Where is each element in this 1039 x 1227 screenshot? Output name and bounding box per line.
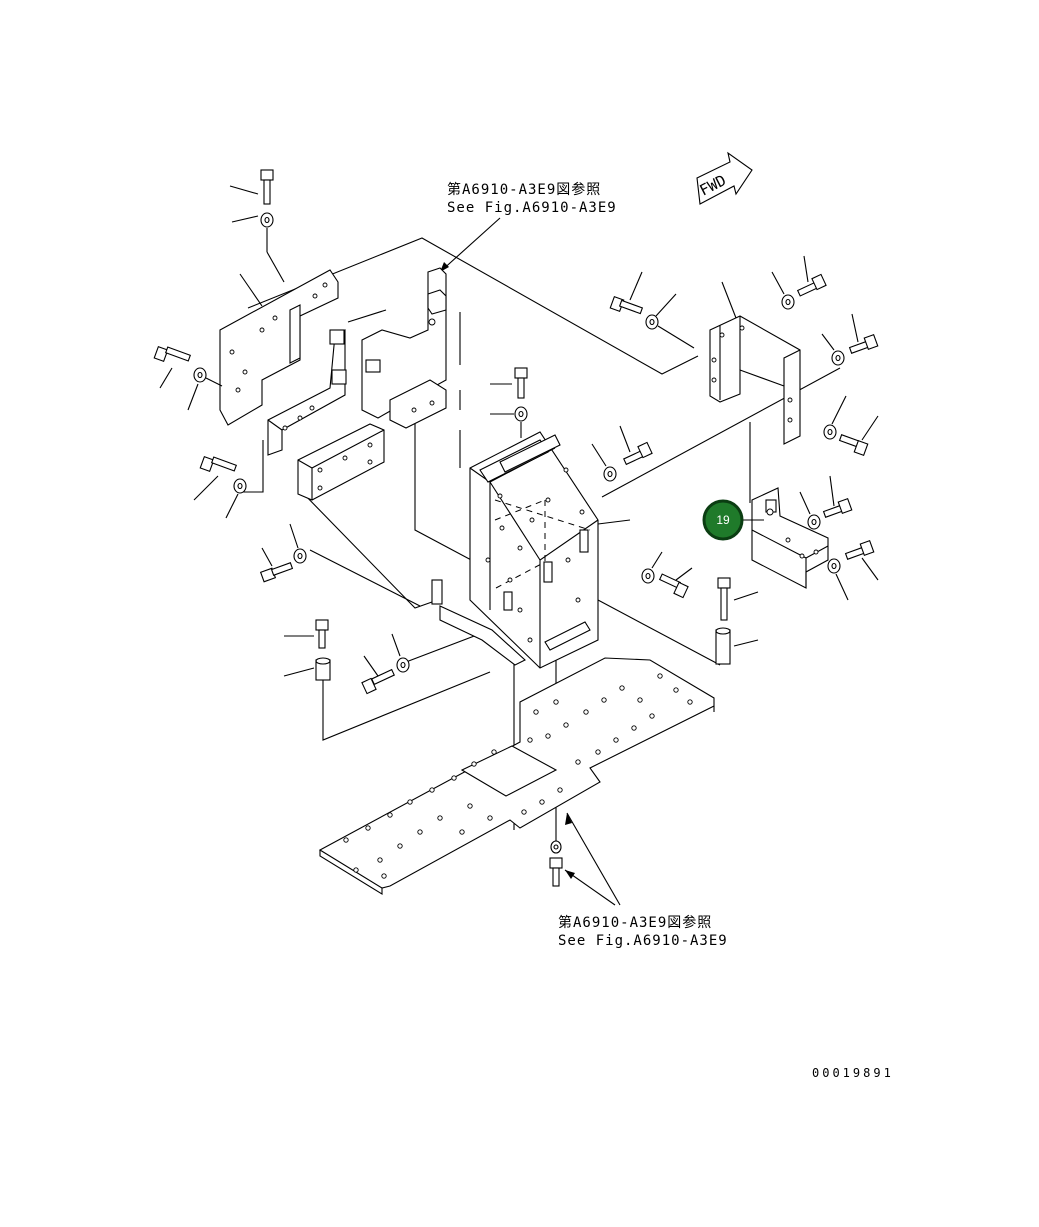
bolt-icon [284, 619, 329, 649]
bolt-icon [549, 857, 563, 887]
bolt-icon [658, 567, 693, 599]
bolt-icon [822, 475, 853, 518]
bolt-icon [848, 313, 879, 354]
bolt-icon [193, 455, 238, 501]
washer-icon [391, 633, 410, 673]
bolt-icon [796, 255, 827, 297]
right-lower-bracket [751, 487, 829, 589]
reference-top-line2: See Fig.A6910-A3E9 [447, 200, 617, 216]
reference-top-line1: 第A6910-A3E9図参照 [447, 181, 601, 198]
callout-circle [702, 499, 744, 541]
bolt-icon [609, 271, 644, 315]
fastener-bolts [153, 169, 879, 887]
bolt-icon [844, 539, 879, 581]
bolt-icon [490, 367, 528, 399]
washer-icon [550, 840, 562, 854]
washer-icon [490, 406, 528, 438]
right-upper-bracket [709, 315, 801, 445]
bolt-icon [717, 577, 759, 621]
bolt-icon [153, 345, 192, 389]
callout-19[interactable]: 19 [702, 499, 764, 541]
washer-icon [827, 558, 849, 601]
washer-icon [231, 212, 285, 283]
fwd-arrow-icon: FWD [696, 151, 753, 205]
nut-icon [641, 551, 663, 584]
reference-note-bottom: 第A6910-A3E9図参照 See Fig.A6910-A3E9 [558, 812, 728, 949]
spacer-icon [715, 627, 759, 665]
washer-icon [645, 293, 695, 349]
reference-bottom-line1: 第A6910-A3E9図参照 [558, 914, 712, 931]
washer-icon [799, 491, 821, 530]
bolt-icon [361, 655, 395, 695]
spacer-icon [283, 657, 331, 681]
bolt-icon [619, 425, 653, 466]
callout-number: 19 [716, 513, 730, 527]
washer-icon [225, 478, 247, 519]
bolt-icon [838, 415, 879, 457]
center-box-frame [431, 431, 599, 669]
washer-icon [823, 395, 847, 440]
reference-bottom-line2: See Fig.A6910-A3E9 [558, 933, 728, 949]
bolt-icon [259, 547, 294, 583]
washer-icon [187, 367, 223, 411]
center-upper-bracket [329, 267, 461, 429]
washer-icon [591, 443, 617, 482]
left-bracket-assembly [219, 269, 385, 501]
drawing-number: 00019891 [812, 1066, 894, 1080]
washer-icon [821, 333, 845, 366]
floor-plate-holes [343, 673, 693, 879]
washer-icon [289, 523, 307, 564]
bolt-icon [229, 169, 274, 205]
reference-note-top: 第A6910-A3E9図参照 See Fig.A6910-A3E9 [439, 181, 617, 273]
washer-icon [771, 271, 795, 310]
base-floor-plate [318, 657, 715, 895]
